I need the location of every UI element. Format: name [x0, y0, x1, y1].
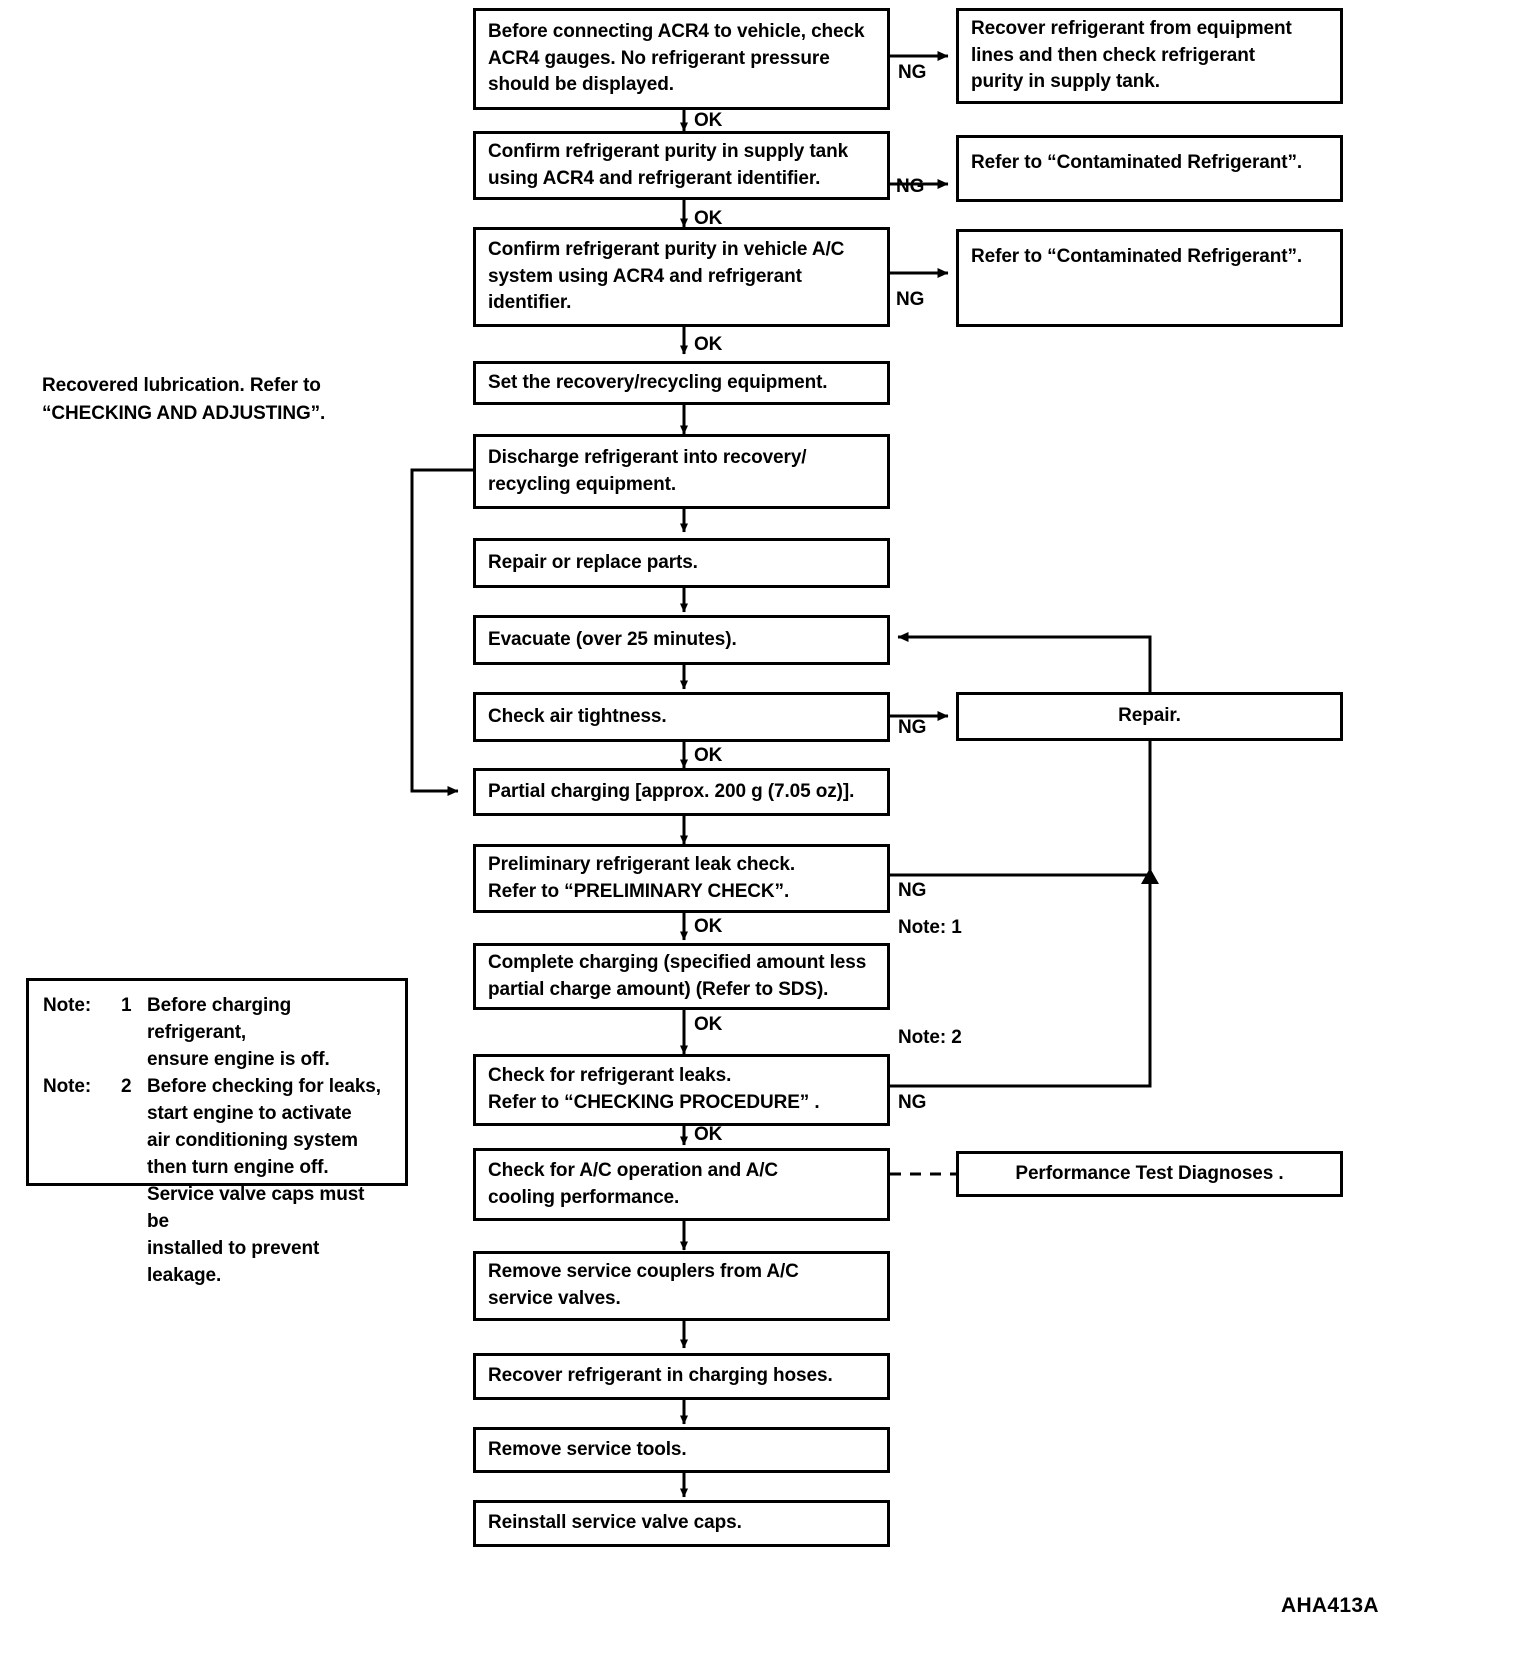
note-number: 1 [121, 995, 132, 1016]
step-label: Confirm refrigerant purity in vehicle A/… [488, 238, 845, 314]
step-remove-couplers[interactable]: Remove service couplers from A/C service… [473, 1251, 890, 1321]
edge-label-ng: NG [898, 1092, 927, 1113]
edge-label-ok: OK [694, 1014, 723, 1035]
recovered-lubrication-note: Recovered lubrication. Refer to “CHECKIN… [42, 375, 326, 424]
edge-label-ng: NG [896, 176, 925, 197]
branch-label: Refer to “Contaminated Refrigerant”. [971, 152, 1303, 173]
edge-label-ng: NG [896, 289, 925, 310]
step-label: Complete charging (specified amount less… [488, 951, 867, 1000]
step-label: Partial charging [approx. 200 g (7.05 oz… [488, 780, 855, 802]
note-row: Note: 1 Before charging refrigerant, ens… [43, 993, 391, 1074]
branch-recover-equipment-lines[interactable]: Recover refrigerant from equipment lines… [956, 8, 1343, 104]
note-reference-2: Note: 2 [898, 1027, 962, 1048]
branch-performance-test[interactable]: Performance Test Diagnoses . [956, 1151, 1343, 1197]
step-label: Preliminary refrigerant leak check. Refe… [488, 853, 795, 902]
notes-box: Note: 1 Before charging refrigerant, ens… [26, 978, 408, 1286]
edge-label-ng: NG [898, 62, 927, 83]
note-reference-1: Note: 1 [898, 917, 962, 938]
step-check-air-tightness[interactable]: Check air tightness. [473, 692, 890, 742]
step-preliminary-leak-check[interactable]: Preliminary refrigerant leak check. Refe… [473, 844, 890, 913]
step-label: Set the recovery/recycling equipment. [488, 371, 828, 393]
branch-label: Performance Test Diagnoses . [1015, 1162, 1284, 1184]
step-label: Confirm refrigerant purity in supply tan… [488, 140, 849, 189]
note-text: Before charging refrigerant, ensure engi… [147, 995, 330, 1070]
step-label: Remove service couplers from A/C service… [488, 1261, 799, 1309]
step-confirm-purity-tank[interactable]: Confirm refrigerant purity in supply tan… [473, 131, 890, 200]
edge-label-ng: NG [898, 880, 927, 901]
branch-label: Refer to “Contaminated Refrigerant”. [971, 246, 1303, 267]
step-complete-charging[interactable]: Complete charging (specified amount less… [473, 943, 890, 1010]
step-repair-replace[interactable]: Repair or replace parts. [473, 538, 890, 588]
step-label: Evacuate (over 25 minutes). [488, 628, 737, 650]
edge-label-ok: OK [694, 334, 723, 355]
step-label: Recover refrigerant in charging hoses. [488, 1365, 833, 1387]
step-recover-hoses[interactable]: Recover refrigerant in charging hoses. [473, 1353, 890, 1400]
note-label: Note: [43, 1075, 92, 1097]
step-remove-tools[interactable]: Remove service tools. [473, 1427, 890, 1473]
note-text: Before checking for leaks, start engine … [147, 1075, 381, 1286]
branch-repair[interactable]: Repair. [956, 692, 1343, 741]
figure-code: AHA413A [1281, 1594, 1379, 1617]
step-partial-charging[interactable]: Partial charging [approx. 200 g (7.05 oz… [473, 768, 890, 816]
edge-label-ok: OK [694, 745, 723, 766]
step-label: Discharge refrigerant into recovery/ rec… [488, 446, 807, 495]
step-check-ac-operation[interactable]: Check for A/C operation and A/C cooling … [473, 1148, 890, 1221]
step-check-gauges[interactable]: Before connecting ACR4 to vehicle, check… [473, 8, 890, 110]
note-row: Note: 2 Before checking for leaks, start… [43, 1074, 391, 1290]
step-set-equipment[interactable]: Set the recovery/recycling equipment. [473, 361, 890, 405]
step-check-leaks[interactable]: Check for refrigerant leaks. Refer to “C… [473, 1054, 890, 1126]
edge-label-ng: NG [898, 717, 927, 738]
note-label: Note: [43, 995, 92, 1016]
step-discharge[interactable]: Discharge refrigerant into recovery/ rec… [473, 434, 890, 509]
step-reinstall-caps[interactable]: Reinstall service valve caps. [473, 1500, 890, 1547]
step-confirm-purity-vehicle[interactable]: Confirm refrigerant purity in vehicle A/… [473, 227, 890, 327]
note-number: 2 [121, 1075, 132, 1097]
step-label: Remove service tools. [488, 1438, 687, 1460]
edge-label-ok: OK [694, 208, 723, 229]
step-label: Repair or replace parts. [488, 551, 698, 573]
step-label: Check air tightness. [488, 705, 667, 727]
edge-label-ok: OK [694, 916, 723, 937]
step-evacuate[interactable]: Evacuate (over 25 minutes). [473, 615, 890, 665]
edge-label-ok: OK [694, 110, 723, 131]
step-label: Reinstall service valve caps. [488, 1512, 742, 1534]
branch-contaminated-refrigerant-2[interactable]: Refer to “Contaminated Refrigerant”. [956, 229, 1343, 327]
branch-contaminated-refrigerant-1[interactable]: Refer to “Contaminated Refrigerant”. [956, 135, 1343, 202]
branch-label: Recover refrigerant from equipment lines… [971, 17, 1292, 93]
step-label: Check for refrigerant leaks. Refer to “C… [488, 1065, 820, 1113]
step-label: Before connecting ACR4 to vehicle, check… [488, 20, 865, 96]
branch-label: Repair. [1118, 705, 1181, 727]
step-label: Check for A/C operation and A/C cooling … [488, 1159, 779, 1208]
edge-label-ok: OK [694, 1124, 723, 1145]
